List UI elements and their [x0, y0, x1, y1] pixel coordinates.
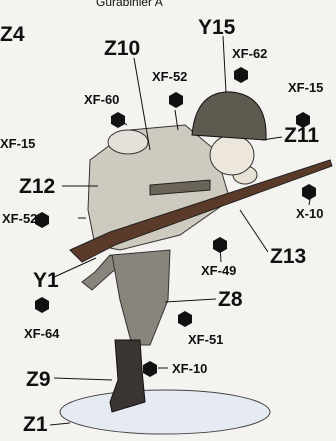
label-z1: Z1: [23, 414, 48, 435]
label-xf15-left: XF-15: [0, 137, 35, 150]
label-xf64: XF-64: [24, 327, 59, 340]
figure-base: [60, 390, 270, 434]
label-z11: Z11: [284, 125, 319, 146]
label-x10: X-10: [296, 207, 323, 220]
label-xf51: XF-51: [188, 333, 223, 346]
paint-hexagon-icon: [234, 67, 248, 83]
label-z9: Z9: [26, 369, 51, 390]
paint-hexagon-icon: [302, 184, 316, 200]
paint-hexagon-icon: [143, 361, 157, 377]
label-z4: Z4: [0, 24, 25, 45]
label-xf15-right: XF-15: [288, 81, 323, 94]
trousers: [112, 250, 170, 345]
label-z13: Z13: [270, 246, 306, 267]
label-xf62: XF-62: [232, 47, 267, 60]
paint-hexagon-icon: [178, 311, 192, 327]
paint-hexagon-icon: [35, 297, 49, 313]
label-xf10: XF-10: [172, 362, 207, 375]
label-xf52-top: XF-52: [152, 70, 187, 83]
label-y1: Y1: [33, 270, 59, 291]
label-z12: Z12: [19, 176, 55, 197]
paint-hexagon-icon: [169, 92, 183, 108]
label-z8: Z8: [218, 289, 243, 310]
caption-top: Gurabinier A: [96, 0, 163, 8]
boot: [110, 340, 145, 412]
label-xf49: XF-49: [201, 264, 236, 277]
label-xf60: XF-60: [84, 93, 119, 106]
paint-hexagon-icon: [213, 237, 227, 253]
helmet: [192, 92, 266, 140]
label-z10: Z10: [104, 38, 140, 59]
label-y15: Y15: [198, 17, 235, 38]
backpack-roll: [108, 130, 148, 154]
face: [210, 135, 254, 175]
label-xf52-left: XF-52: [2, 212, 37, 225]
paint-hexagon-icon: [111, 112, 125, 128]
